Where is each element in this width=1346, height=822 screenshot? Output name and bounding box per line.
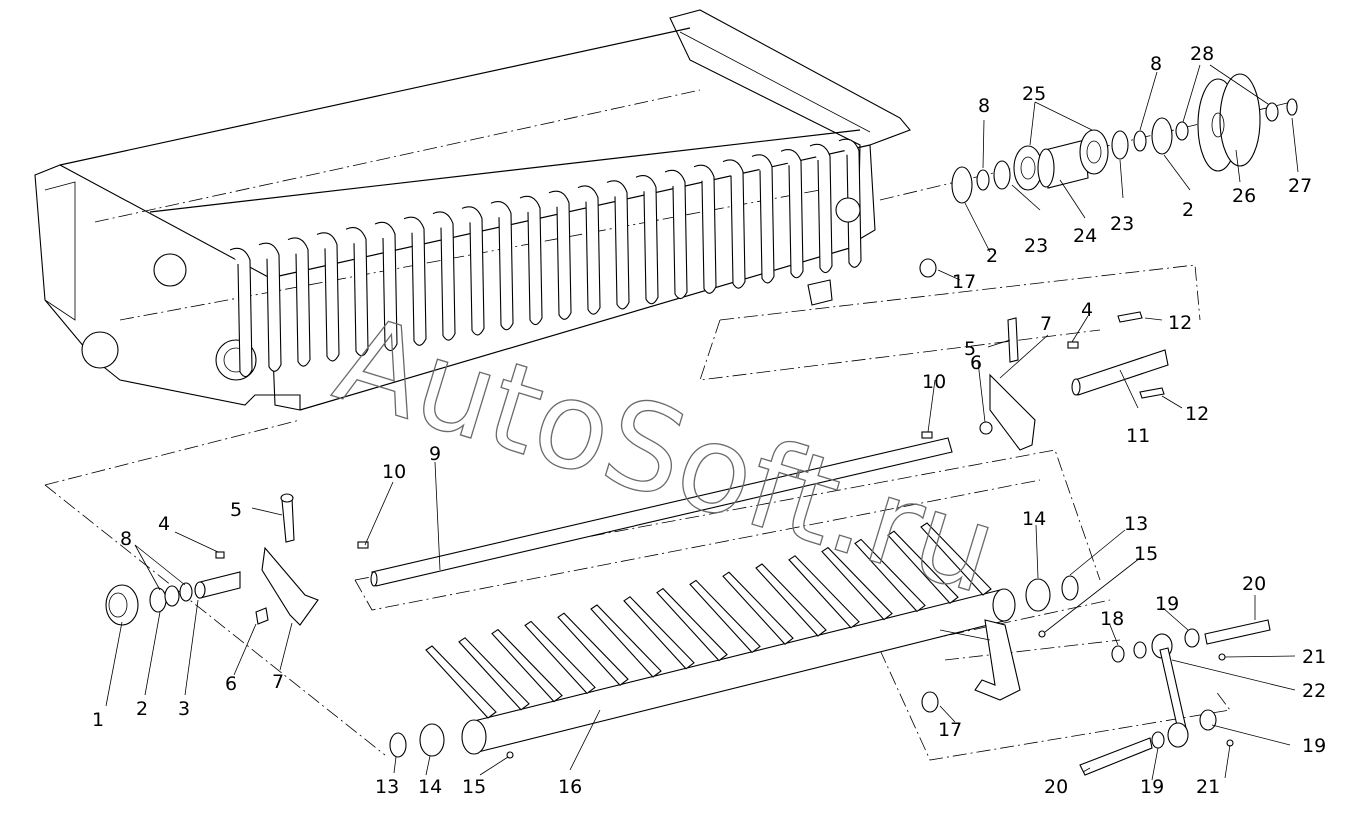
callout-1: 1	[92, 709, 104, 731]
callout-labels: 1 2 3 4 5 6 7 8 13 14 15 16 10 9 10 5 6 …	[92, 43, 1326, 798]
housing-tine	[722, 159, 746, 289]
callout-10: 10	[922, 371, 946, 393]
housing-tine	[287, 237, 311, 367]
callout-6: 6	[225, 673, 237, 695]
callout-13: 13	[375, 776, 399, 798]
housing-tine	[635, 175, 659, 305]
rake-tooth	[425, 645, 497, 719]
rake-bar	[425, 522, 1021, 755]
callout-5: 5	[964, 338, 976, 360]
housing-tine	[519, 195, 543, 326]
callout-8: 8	[1150, 53, 1162, 75]
rake-tooth	[755, 563, 827, 637]
right-parts	[357, 258, 1271, 776]
rake-tooth	[854, 538, 926, 613]
callout-7: 7	[272, 671, 284, 693]
callout-20: 20	[1044, 776, 1068, 798]
housing-tine	[780, 149, 804, 279]
callout-23: 23	[1110, 213, 1134, 235]
callout-21: 21	[1196, 776, 1220, 798]
frame-housing	[34, 9, 911, 411]
rake-tooth	[920, 522, 992, 596]
rake-tooth	[689, 579, 761, 654]
callout-12: 12	[1168, 312, 1192, 334]
rake-tooth	[557, 612, 629, 686]
callout-13: 13	[1124, 513, 1148, 535]
housing-tine	[432, 211, 456, 341]
callout-6: 6	[970, 352, 982, 374]
rake-tooth	[656, 587, 728, 662]
drive-parts	[951, 73, 1298, 204]
assembly-frames	[44, 99, 1301, 761]
housing-tine	[403, 216, 427, 346]
callout-23: 23	[1024, 235, 1048, 257]
callout-25: 25	[1022, 83, 1046, 105]
callout-8: 8	[120, 528, 132, 550]
callout-15: 15	[462, 776, 486, 798]
housing-tine	[693, 164, 717, 294]
callout-14: 14	[1022, 508, 1046, 530]
callout-17: 17	[952, 271, 976, 293]
rake-tooth	[458, 637, 530, 711]
housing-tine	[374, 221, 398, 352]
callout-26: 26	[1232, 185, 1256, 207]
callout-11: 11	[1126, 425, 1150, 447]
housing-tine	[258, 242, 282, 372]
callout-16: 16	[558, 776, 582, 798]
callout-10: 10	[382, 461, 406, 483]
rake-tooth	[788, 555, 860, 629]
leader-lines	[105, 64, 1299, 781]
rake-tooth	[590, 604, 662, 678]
callout-21: 21	[1302, 646, 1326, 668]
callout-14: 14	[418, 776, 442, 798]
callout-17: 17	[938, 719, 962, 741]
rake-tooth	[524, 620, 596, 695]
callout-2: 2	[986, 245, 998, 267]
housing-tine	[461, 206, 485, 336]
housing-tine	[664, 169, 688, 300]
callout-19: 19	[1155, 593, 1179, 615]
callout-2: 2	[136, 698, 148, 720]
rake-tooth	[623, 596, 695, 670]
housing-tine	[229, 247, 253, 378]
callout-28: 28	[1190, 43, 1214, 65]
callout-19: 19	[1302, 735, 1326, 757]
callout-2: 2	[1182, 199, 1194, 221]
callout-24: 24	[1073, 225, 1097, 247]
callout-4: 4	[158, 513, 170, 535]
rake-tooth	[722, 571, 794, 645]
callout-27: 27	[1288, 175, 1312, 197]
callout-7: 7	[1040, 313, 1052, 335]
callout-19: 19	[1140, 776, 1164, 798]
callout-8: 8	[978, 95, 990, 117]
housing-tine	[548, 190, 572, 320]
left-parts	[105, 493, 514, 759]
shaft-9	[370, 437, 953, 587]
callout-3: 3	[178, 698, 190, 720]
housing-tine	[490, 201, 514, 331]
callout-22: 22	[1302, 680, 1326, 702]
housing-tine	[809, 143, 833, 274]
rake-tooth	[821, 546, 893, 621]
callout-12: 12	[1185, 403, 1209, 425]
housing-tine	[606, 180, 630, 310]
rake-tooth	[491, 628, 563, 703]
housing-tine	[316, 232, 340, 362]
callout-4: 4	[1081, 299, 1093, 321]
callout-20: 20	[1242, 573, 1266, 595]
callout-15: 15	[1134, 543, 1158, 565]
callout-18: 18	[1100, 608, 1124, 630]
housing-tine	[345, 227, 369, 357]
rake-tooth	[887, 530, 959, 604]
housing-tine	[751, 154, 775, 284]
callout-5: 5	[230, 499, 242, 521]
callout-9: 9	[429, 443, 441, 465]
housing-tine	[577, 185, 601, 315]
